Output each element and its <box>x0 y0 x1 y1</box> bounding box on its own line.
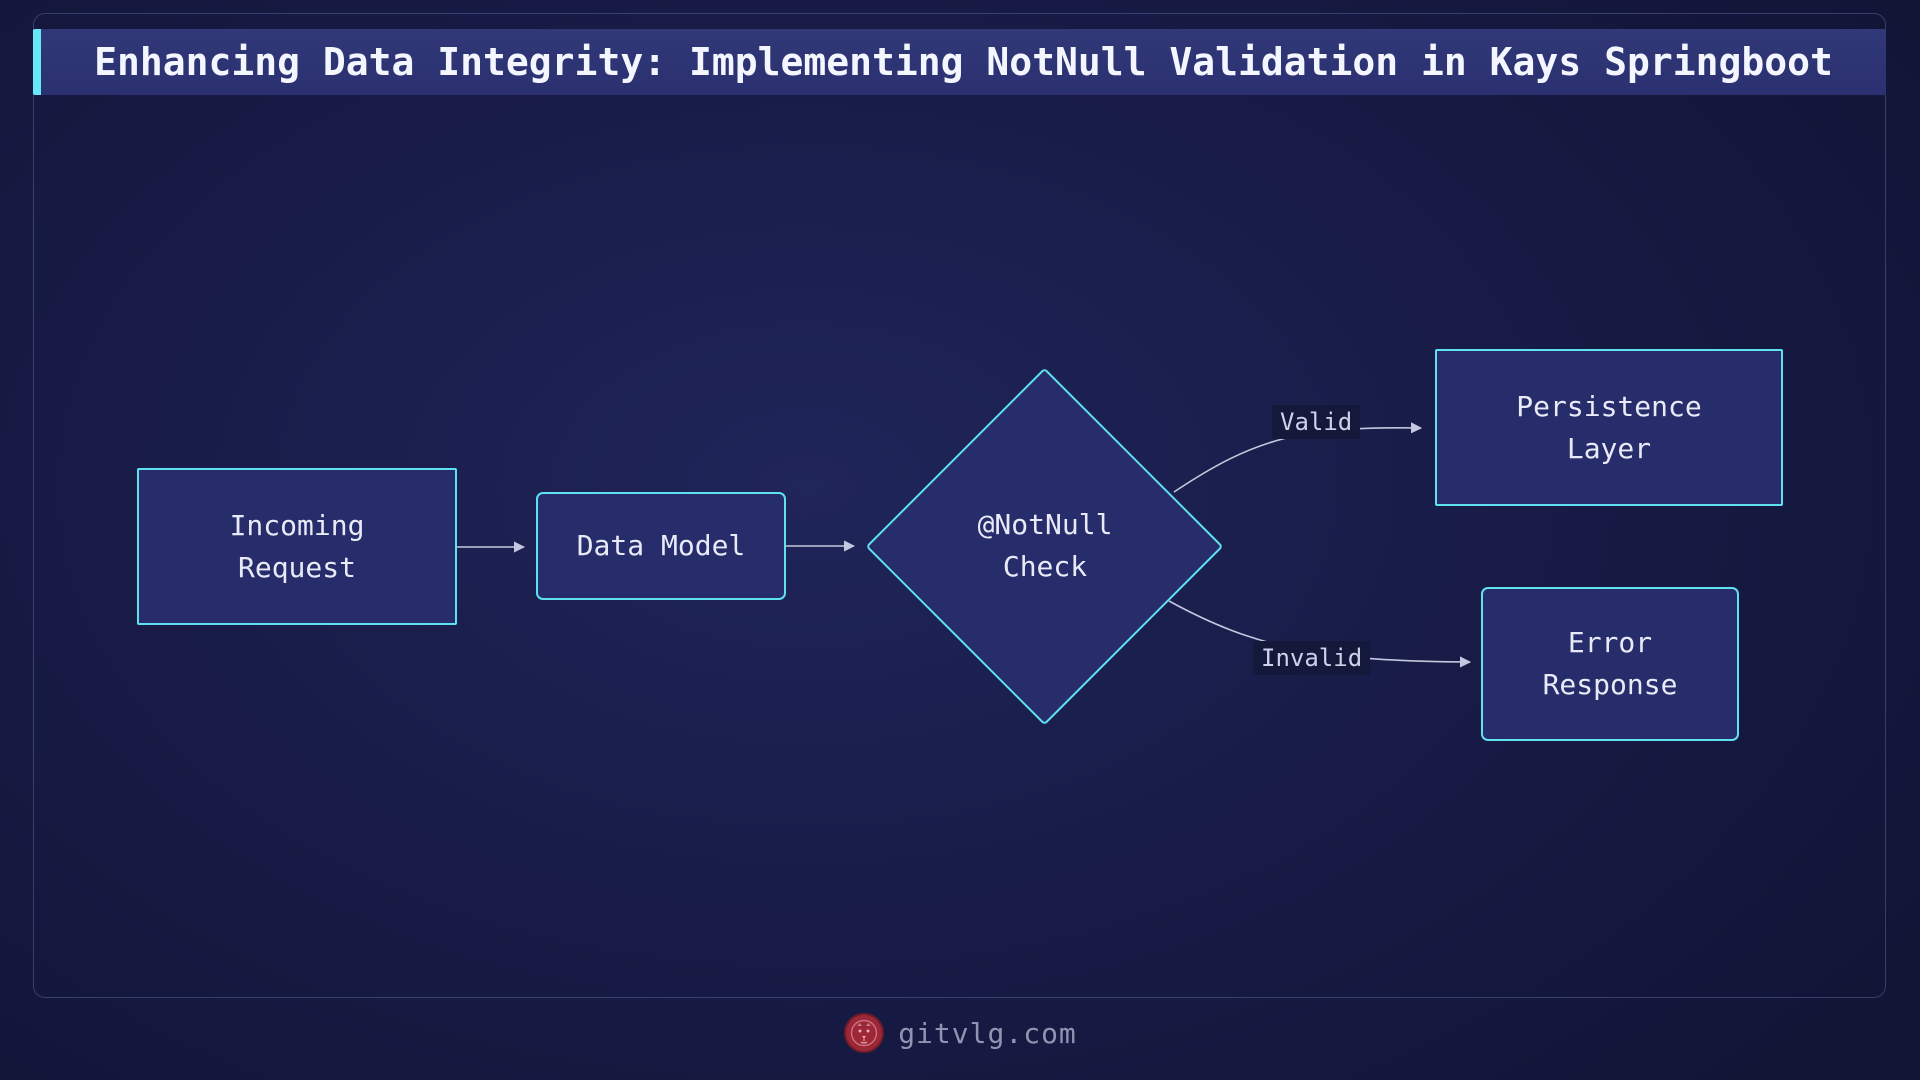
footer: gitvlg.com <box>0 1012 1920 1054</box>
edge-label-invalid: Invalid <box>1253 641 1371 675</box>
error-response-label: Error Response <box>1542 626 1678 701</box>
title-bar: Enhancing Data Integrity: Implementing N… <box>33 29 1886 95</box>
data-model-label: Data Model <box>576 529 746 562</box>
footer-site-text: gitvlg.com <box>898 1016 1077 1050</box>
node-persistence-layer: Persistence Layer <box>1435 349 1783 506</box>
persistence-layer-label: Persistence Layer <box>1516 389 1702 465</box>
node-notnull-check: @NotNull Check <box>895 504 1195 588</box>
node-incoming-request: Incoming Request <box>137 468 457 625</box>
diagram-panel: Enhancing Data Integrity: Implementing N… <box>33 13 1886 998</box>
lion-logo-icon <box>844 1013 885 1053</box>
incoming-request-label: Incoming Request <box>229 508 365 584</box>
node-data-model: Data Model <box>536 492 786 600</box>
edge-label-valid: Valid <box>1272 405 1361 439</box>
page-title: Enhancing Data Integrity: Implementing N… <box>94 40 1833 84</box>
notnull-check-label: @NotNull Check <box>977 508 1113 583</box>
node-error-response: Error Response <box>1481 587 1739 741</box>
